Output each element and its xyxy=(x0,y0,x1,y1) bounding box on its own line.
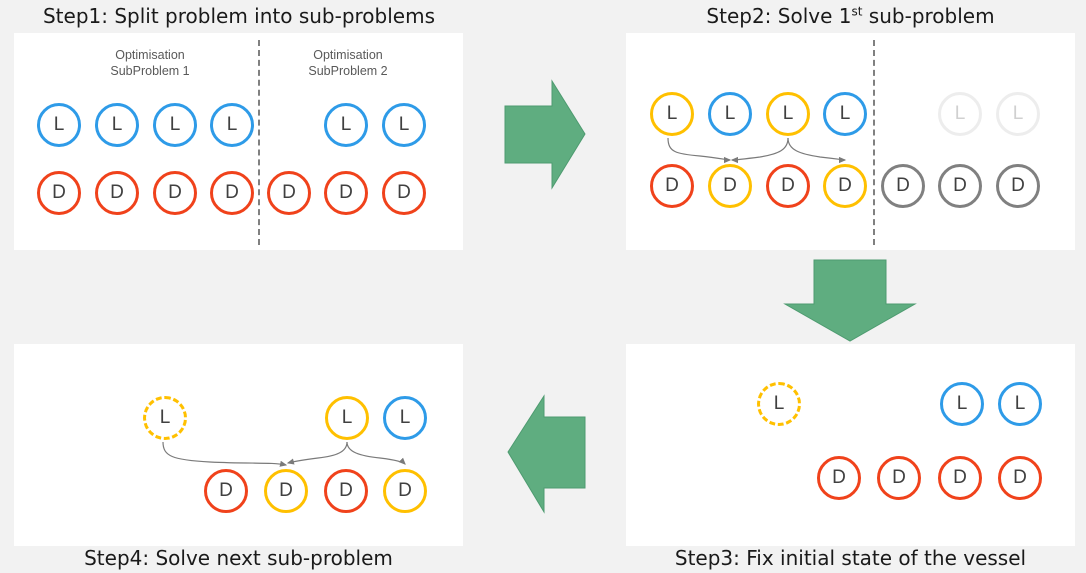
node-D[interactable]: D xyxy=(650,164,694,208)
step2-title-ordinal-suffix: st xyxy=(851,4,863,19)
node-L[interactable]: L xyxy=(95,103,139,147)
node-D[interactable]: D xyxy=(938,456,982,500)
node-D[interactable]: D xyxy=(383,469,427,513)
step2-title-part-b: sub-problem xyxy=(862,4,995,28)
node-D[interactable]: D xyxy=(382,171,426,215)
node-L-fixed[interactable]: L xyxy=(143,396,187,440)
node-D[interactable]: D xyxy=(37,171,81,215)
node-L[interactable]: L xyxy=(382,103,426,147)
node-L[interactable]: L xyxy=(940,382,984,426)
node-D[interactable]: D xyxy=(267,171,311,215)
arrow-down-icon xyxy=(783,259,917,342)
arrow-left-icon xyxy=(507,394,586,514)
node-D[interactable]: D xyxy=(153,171,197,215)
step2-title: Step2: Solve 1st sub-problem xyxy=(626,4,1075,28)
node-D[interactable]: D xyxy=(823,164,867,208)
node-D-inactive[interactable]: D xyxy=(881,164,925,208)
node-D[interactable]: D xyxy=(210,171,254,215)
node-L[interactable]: L xyxy=(383,396,427,440)
node-D[interactable]: D xyxy=(204,469,248,513)
node-D[interactable]: D xyxy=(766,164,810,208)
node-D-inactive[interactable]: D xyxy=(938,164,982,208)
node-L[interactable]: L xyxy=(37,103,81,147)
node-L[interactable]: L xyxy=(650,92,694,136)
step1-subproblem-divider xyxy=(258,40,260,245)
node-L[interactable]: L xyxy=(823,92,867,136)
node-D[interactable]: D xyxy=(95,171,139,215)
node-L[interactable]: L xyxy=(324,103,368,147)
step2-panel xyxy=(626,33,1075,250)
node-L[interactable]: L xyxy=(325,396,369,440)
step3-panel xyxy=(626,344,1075,546)
step3-title: Step3: Fix initial state of the vessel xyxy=(674,546,1027,570)
node-L-fixed[interactable]: L xyxy=(757,382,801,426)
node-L[interactable]: L xyxy=(153,103,197,147)
node-D[interactable]: D xyxy=(708,164,752,208)
node-D[interactable]: D xyxy=(817,456,861,500)
node-D[interactable]: D xyxy=(264,469,308,513)
node-L[interactable]: L xyxy=(766,92,810,136)
node-D[interactable]: D xyxy=(998,456,1042,500)
step1-subproblem-1-label: Optimisation SubProblem 1 xyxy=(110,48,190,78)
node-L[interactable]: L xyxy=(210,103,254,147)
node-D[interactable]: D xyxy=(324,171,368,215)
node-L-inactive[interactable]: L xyxy=(938,92,982,136)
step1-subproblem-2-label: Optimisation SubProblem 2 xyxy=(308,48,388,78)
node-D[interactable]: D xyxy=(877,456,921,500)
step4-panel xyxy=(14,344,463,546)
node-L[interactable]: L xyxy=(998,382,1042,426)
step1-title: Step1: Split problem into sub-problems xyxy=(42,4,436,28)
node-L[interactable]: L xyxy=(708,92,752,136)
node-D[interactable]: D xyxy=(324,469,368,513)
node-L-inactive[interactable]: L xyxy=(996,92,1040,136)
step2-title-part-a: Step2: Solve 1 xyxy=(706,4,852,28)
arrow-right-icon xyxy=(504,79,586,190)
node-D-inactive[interactable]: D xyxy=(996,164,1040,208)
step2-subproblem-divider xyxy=(873,40,875,245)
step4-title: Step4: Solve next sub-problem xyxy=(84,546,393,570)
